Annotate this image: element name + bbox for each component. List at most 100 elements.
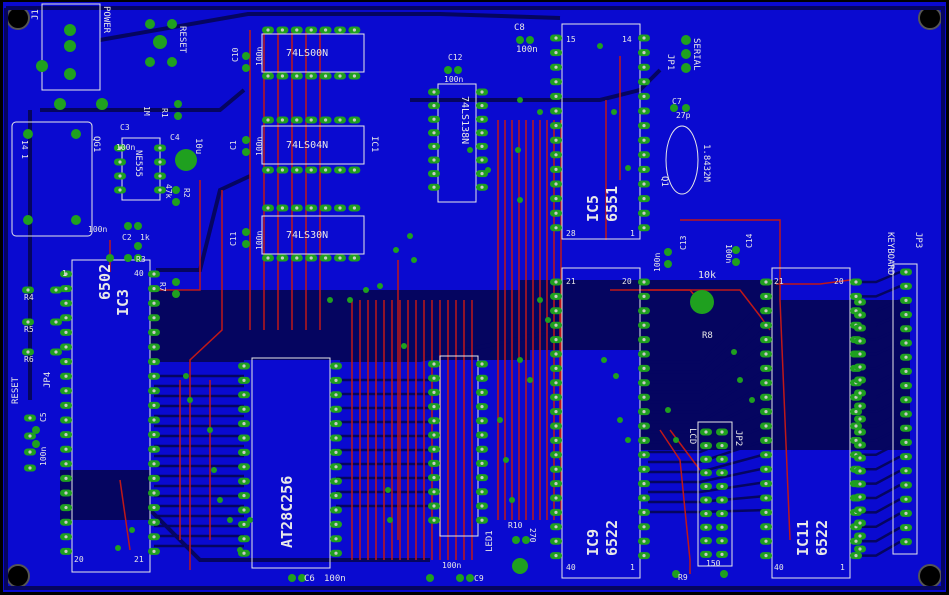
passive-pad [664, 248, 672, 256]
passive-pad [732, 258, 740, 266]
74ls04-pin [276, 116, 289, 124]
74ls138-pin [428, 170, 440, 178]
bus-ic-pin [428, 431, 440, 439]
at28c256-pin [238, 391, 250, 399]
keyboard-trace [856, 299, 901, 313]
keyboard-header-pin [900, 481, 912, 489]
passive-pad [298, 574, 306, 582]
keyboard-trace [856, 512, 901, 529]
ic5-pin [638, 224, 650, 232]
lcd-header-outline [697, 421, 733, 567]
reset-switch-button [153, 35, 167, 49]
ic5-pin [638, 107, 650, 115]
lcd-header-pin [700, 496, 712, 504]
ic11-pin [760, 508, 772, 516]
data-bus-trace [648, 452, 767, 474]
via [387, 517, 393, 523]
passive-pad [456, 574, 464, 582]
lcd-header-pin [700, 442, 712, 450]
bus-ic-pin [476, 374, 488, 382]
bus-ic-pin [476, 431, 488, 439]
ic9-pin [550, 451, 562, 459]
r5-label: R5 [24, 325, 34, 334]
keyboard-link-pad [854, 363, 866, 371]
74ls00-pin [290, 72, 303, 80]
c6-value: 100n [324, 574, 346, 584]
ic11-pin [850, 278, 862, 286]
keyboard-link-pad [854, 324, 866, 332]
passive-pad [174, 112, 182, 120]
keyboard-header-pin [900, 367, 912, 375]
74ls04-pin [319, 116, 332, 124]
via [237, 547, 243, 553]
ic11-pin [760, 321, 772, 329]
ic9-pin [550, 292, 562, 300]
top-bus-trace [119, 479, 131, 551]
c4-value: 10u [193, 138, 203, 154]
at28c256-pin [238, 448, 250, 456]
74ls04-outline [261, 125, 365, 165]
via [247, 517, 253, 523]
keyboard-link-pad [854, 454, 866, 462]
keyboard-trace [856, 427, 901, 442]
keyboard-header-pin [900, 311, 912, 319]
top-via-trace [680, 219, 791, 541]
74ls30-pin [276, 254, 289, 262]
ic11-chip-label: IC11 [794, 520, 812, 556]
c1-label: C1 [229, 140, 238, 150]
passive-pad [134, 242, 142, 250]
keyboard-header-pin [900, 282, 912, 290]
osc-pin [23, 215, 33, 225]
74ls138-pin [428, 129, 440, 137]
keyboard-link-pad [854, 506, 866, 514]
passive-pad [670, 104, 678, 112]
ic5-pin [638, 151, 650, 159]
c10-label: C10 [231, 47, 240, 62]
ic11-chip-name: 6522 [813, 520, 831, 556]
power-jack-pad [36, 60, 48, 72]
ic9-pin [550, 336, 562, 344]
ic3-pin [60, 270, 72, 278]
passive-pad [32, 426, 40, 434]
ic5-chip-name: 6551 [603, 186, 621, 222]
keyboard-trace [856, 398, 901, 413]
ic11-pin [760, 422, 772, 430]
c6-label: C6 [304, 574, 315, 584]
ic9-pin [638, 465, 650, 473]
at28c256-pin [238, 405, 250, 413]
power-jack-pad [54, 98, 66, 110]
at28c256-pin [238, 376, 250, 384]
bus-ic-pin [476, 459, 488, 467]
keyboard-link-pad [854, 467, 866, 475]
data-bus-trace [648, 299, 767, 364]
ic9-pin [550, 523, 562, 531]
passive-pad [526, 36, 534, 44]
via [749, 397, 755, 403]
ground-ring-trace [4, 6, 945, 590]
ic5-pin [638, 195, 650, 203]
mounting-hole [918, 6, 942, 30]
via [509, 497, 515, 503]
ic11-pin [760, 523, 772, 531]
data-bus-trace [648, 341, 767, 394]
ne555-pin [114, 186, 126, 194]
c12-label: C12 [448, 53, 463, 62]
ic9-chip-name: 6522 [603, 520, 621, 556]
reset-trace [156, 174, 251, 272]
c8-label: C8 [514, 23, 525, 33]
ic11-pin [760, 552, 772, 560]
keyboard-header-pin [900, 495, 912, 503]
74ls138-chip-name: 74LS138N [459, 96, 470, 144]
resistor-pad [50, 286, 62, 294]
ic3-pin [148, 372, 160, 380]
at28c256-pin [330, 492, 342, 500]
osc-pin [71, 215, 81, 225]
via [731, 349, 737, 355]
ic5-pin [550, 49, 562, 57]
ic3-pin [148, 358, 160, 366]
top-clk-trace [189, 190, 223, 570]
keyboard-header-pin [900, 396, 912, 404]
ic5-pin1-number: 1 [630, 229, 635, 238]
lcd-header-pin [716, 550, 728, 558]
ic9-pin [638, 436, 650, 444]
